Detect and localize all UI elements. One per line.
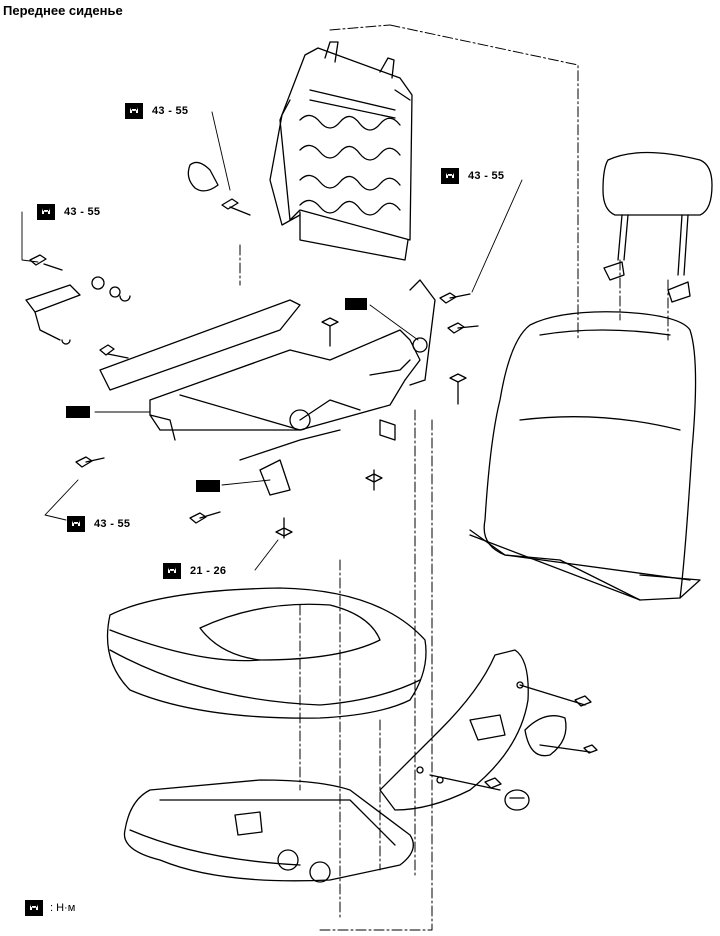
torque-callout-back-frame: 43 - 55 [124,102,188,120]
torque-wrench-icon [163,563,181,579]
torque-callout-belt-anchor: 43 - 55 [36,203,100,221]
seatback-frame [269,41,413,261]
seatback-trim [469,311,701,601]
legend-text: : Н·м [50,902,76,914]
torque-value: 43 - 55 [152,105,189,117]
torque-wrench-icon [25,900,43,916]
seat-belt-buckle [25,284,81,345]
torque-callout-right-recliner: 43 - 55 [440,167,504,185]
legend: : Н·м [24,899,75,917]
seat-lower-frame [99,279,436,496]
assembly-guide-lines [239,24,669,931]
torque-value: 43 - 55 [94,518,131,530]
bolts [29,198,479,539]
side-panel-fasteners [429,684,598,811]
diagram-title: Переднее сиденье [3,3,123,18]
headrest [602,151,713,303]
side-trim-panel [379,649,567,811]
torque-callout-rail-front: 43 - 55 [66,515,130,533]
torque-wrench-icon [67,516,85,532]
component-markers [66,298,367,492]
torque-value: 43 - 55 [64,206,101,218]
torque-wrench-icon [37,204,55,220]
torque-callout-rail-mount: 21 - 26 [162,562,226,580]
torque-wrench-icon [125,103,143,119]
torque-value: 43 - 55 [468,170,505,182]
torque-wrench-icon [441,168,459,184]
seat-pan [123,779,414,883]
leader-lines [21,111,523,571]
torque-value: 21 - 26 [190,565,227,577]
recliner-cover [187,161,219,192]
seat-cushion [106,587,427,719]
